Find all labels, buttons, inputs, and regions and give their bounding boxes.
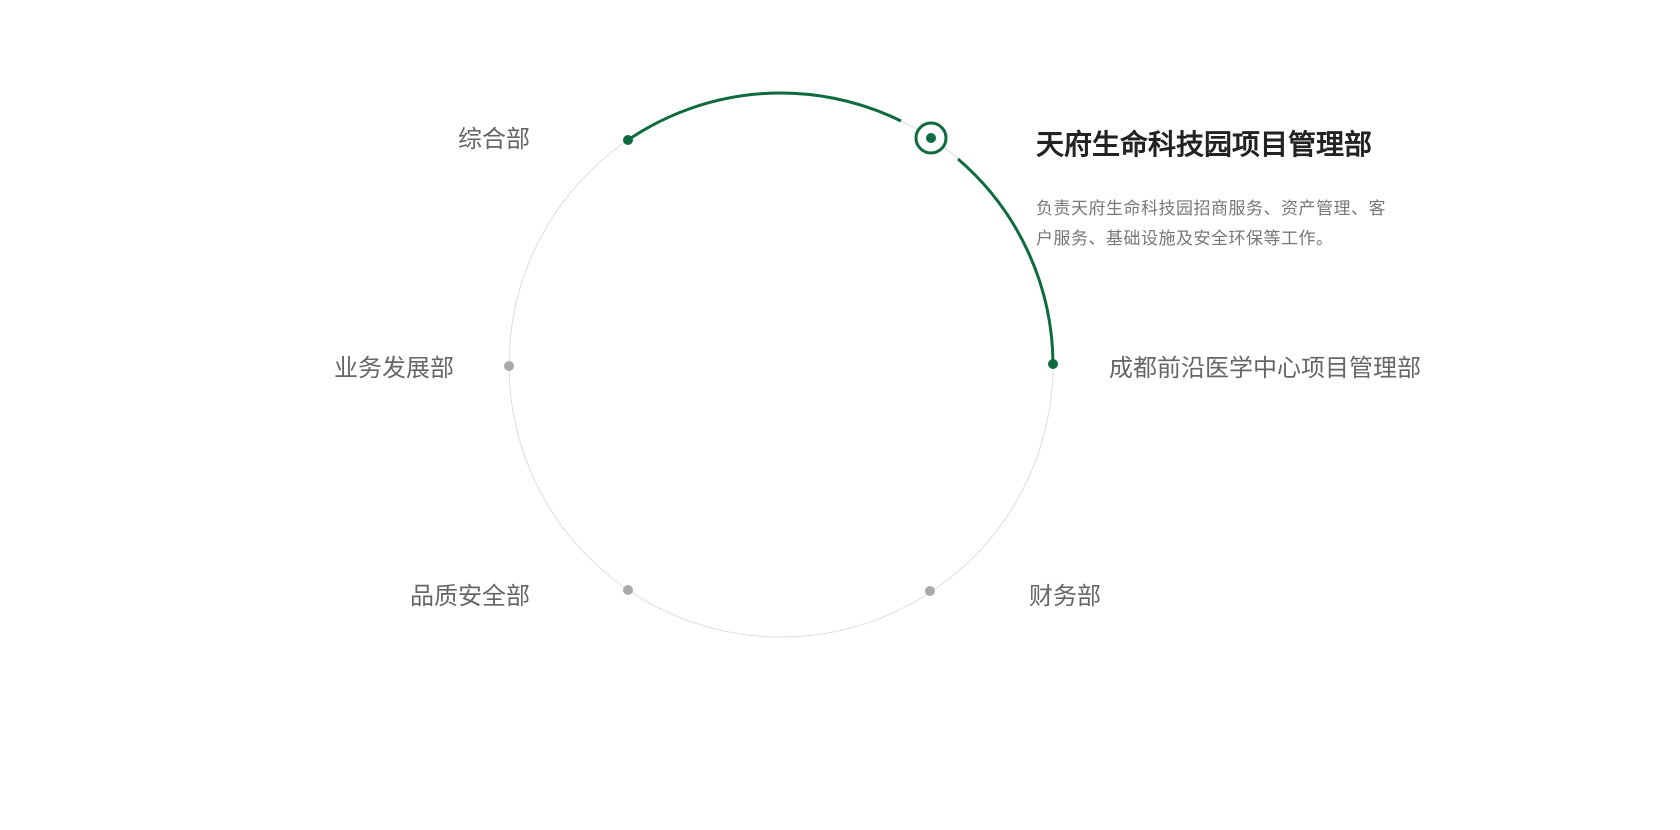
node-dot-active bbox=[926, 133, 936, 143]
label-caiwu[interactable]: 财务部 bbox=[1029, 582, 1101, 610]
active-department-description: 负责天府生命科技园招商服务、资产管理、客户服务、基础设施及安全环保等工作。 bbox=[1036, 199, 1386, 249]
progress-arc-1 bbox=[627, 91, 902, 142]
label-pinzhi[interactable]: 品质安全部 bbox=[410, 582, 530, 610]
active-department-title: 天府生命科技园项目管理部 bbox=[1036, 128, 1373, 161]
node-dot-yewu[interactable] bbox=[504, 361, 514, 371]
node-dot-caiwu[interactable] bbox=[925, 586, 935, 596]
label-chengdu[interactable]: 成都前沿医学中心项目管理部 bbox=[1109, 354, 1421, 382]
node-dot-pinzhi[interactable] bbox=[623, 585, 633, 595]
label-zonghe[interactable]: 综合部 bbox=[458, 125, 530, 153]
label-yewu[interactable]: 业务发展部 bbox=[334, 354, 454, 382]
node-dot-zonghe[interactable] bbox=[623, 135, 633, 145]
node-dot-chengdu[interactable] bbox=[1048, 359, 1058, 369]
progress-arc-2 bbox=[957, 157, 1055, 366]
circle-track bbox=[508, 92, 1054, 638]
